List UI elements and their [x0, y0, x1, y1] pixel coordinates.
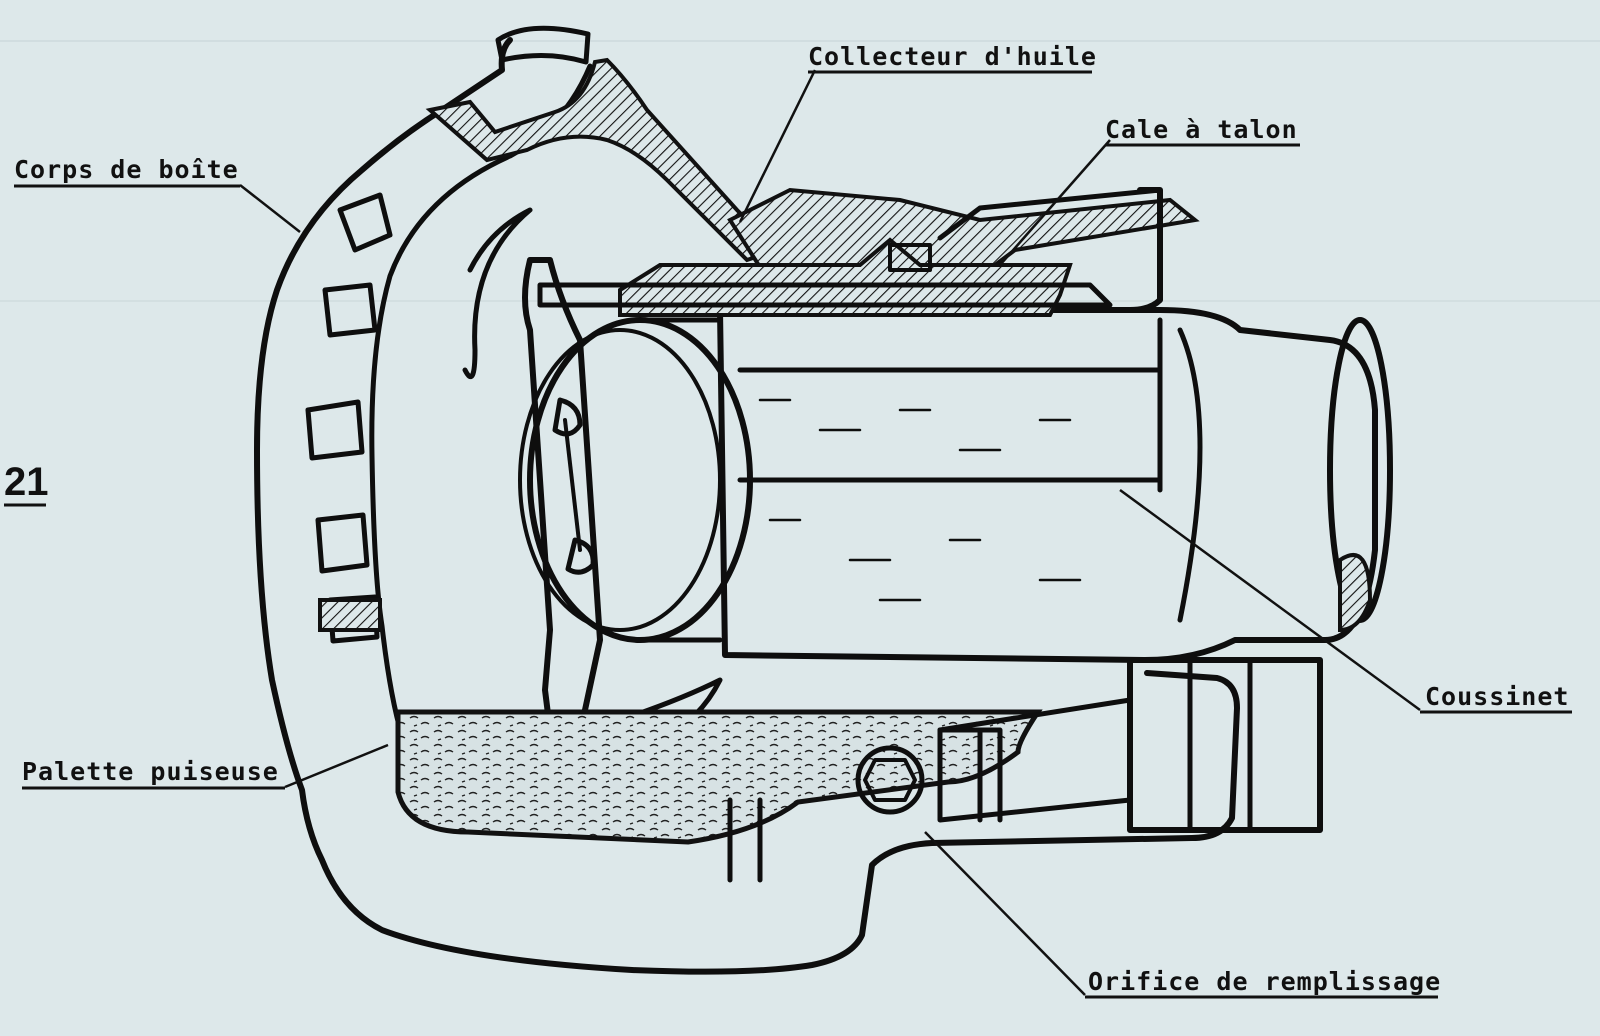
leader-coussinet [1119, 488, 1421, 712]
leader-orifice [924, 831, 1086, 996]
bearing-block [537, 237, 1113, 317]
fill-plug [727, 745, 925, 883]
housing-body [254, 25, 1240, 975]
label-collecteur: Collecteur d'huile [808, 42, 1097, 71]
axlebox-drawing [254, 25, 1393, 975]
leader-cale [999, 139, 1111, 266]
label-palette: Palette puiseuse [22, 757, 279, 786]
lower-lug [937, 657, 1323, 833]
oil-bath [395, 709, 1043, 845]
leader-palette [284, 743, 389, 789]
axle-journal [518, 307, 1393, 663]
label-corps: Corps de boîte [14, 155, 239, 184]
label-orifice: Orifice de remplissage [1088, 967, 1441, 996]
leader-lines [239, 69, 1421, 996]
labels: Collecteur d'huile Cale à talon Corps de… [4, 42, 1572, 999]
figure-number: 21 [4, 460, 49, 504]
label-coussinet: Coussinet [1425, 682, 1569, 711]
label-cale: Cale à talon [1105, 115, 1298, 144]
leader-corps [239, 184, 301, 233]
leader-collecteur [738, 69, 817, 223]
